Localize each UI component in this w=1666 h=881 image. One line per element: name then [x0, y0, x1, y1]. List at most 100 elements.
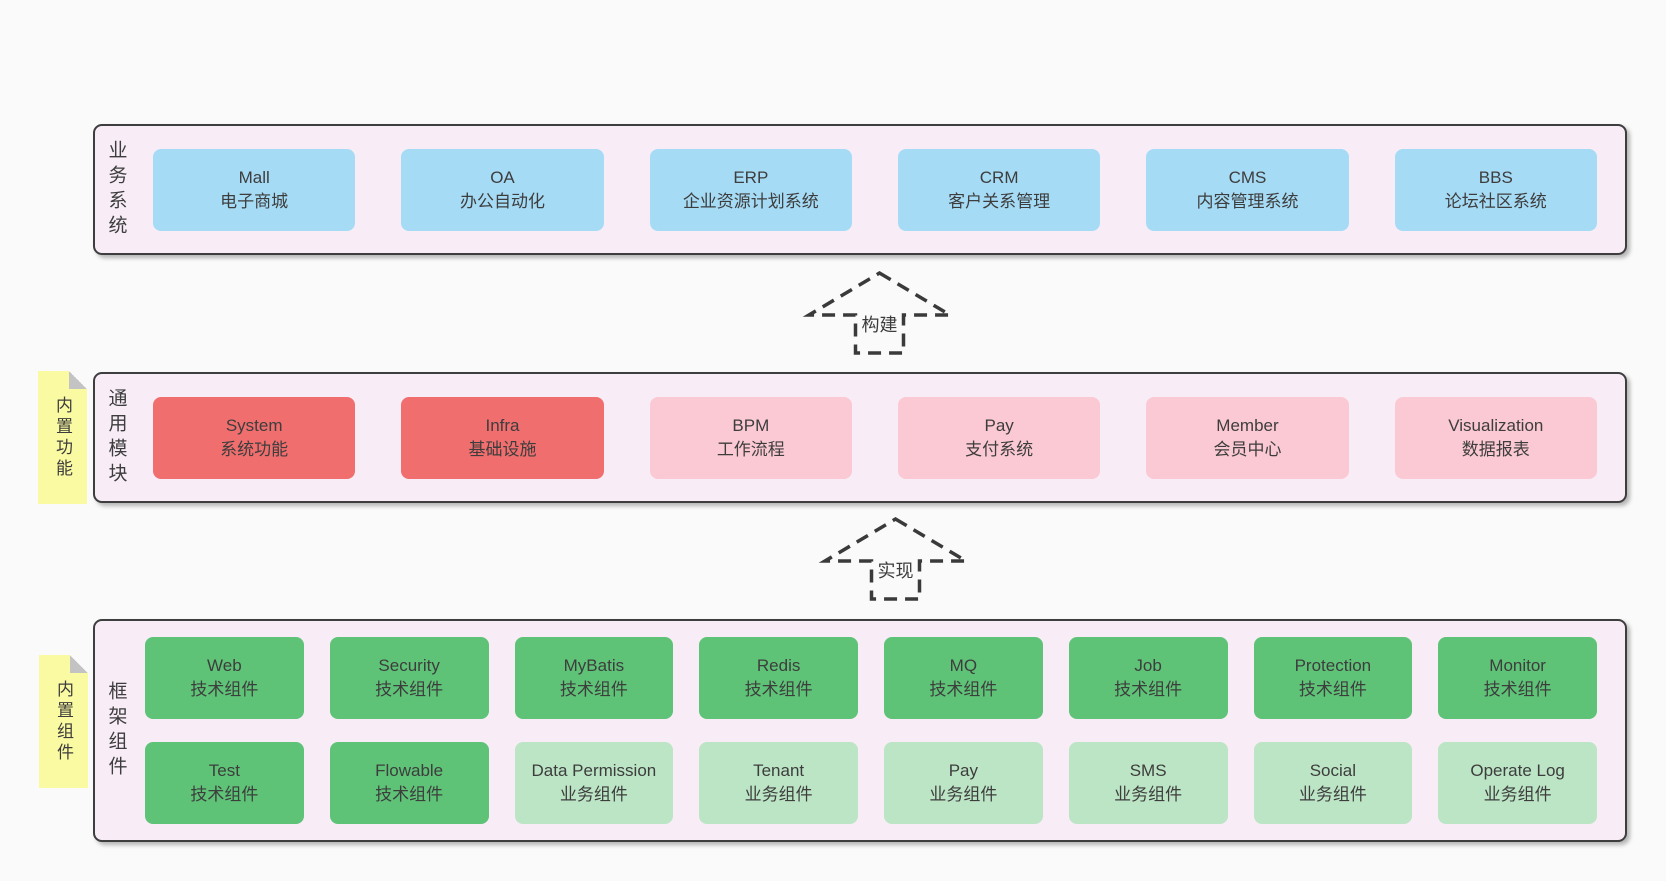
- module-box-tenant: Tenant 业务组件: [699, 742, 858, 824]
- box-title: SMS: [1129, 761, 1167, 780]
- box-title: Monitor: [1489, 656, 1546, 675]
- box-subtitle: 业务组件: [929, 785, 998, 804]
- box-title: Protection: [1294, 656, 1372, 675]
- box-subtitle: 客户关系管理: [948, 191, 1051, 211]
- box-title: Infra: [485, 415, 520, 435]
- module-box-system: System 系统功能: [153, 396, 356, 479]
- box-title: CRM: [979, 167, 1019, 187]
- layer-label-common-modules: 通用模块: [95, 374, 137, 501]
- box-subtitle: 系统功能: [220, 439, 289, 459]
- box-subtitle: 企业资源计划系统: [682, 191, 819, 211]
- module-box-mq: MQ 技术组件: [884, 637, 1043, 719]
- module-box-test: Test 技术组件: [145, 742, 304, 824]
- box-subtitle: 技术组件: [929, 680, 998, 699]
- module-box-monitor: Monitor 技术组件: [1438, 637, 1597, 719]
- box-title: MyBatis: [563, 656, 625, 675]
- box-title: Test: [208, 761, 240, 780]
- box-subtitle: 技术组件: [559, 680, 628, 699]
- box-title: BPM: [732, 415, 770, 435]
- box-subtitle: 工作流程: [716, 439, 785, 459]
- layer-label-business-systems: 业务系统: [95, 126, 137, 253]
- box-subtitle: 技术组件: [375, 785, 444, 804]
- sticky-note-text: 内置功能: [53, 395, 72, 480]
- module-box-flowable: Flowable 技术组件: [329, 742, 489, 824]
- module-box-protection: Protection 技术组件: [1253, 637, 1413, 719]
- module-box-pay: Pay 支付系统: [897, 396, 1101, 479]
- box-title: Redis: [756, 656, 801, 675]
- sticky-note-common-modules: 内置功能: [38, 371, 87, 504]
- box-subtitle: 业务组件: [559, 785, 628, 804]
- layer-label-text: 通用模块: [105, 387, 127, 488]
- box-subtitle: 论坛社区系统: [1444, 191, 1547, 211]
- box-title: Flowable: [375, 761, 444, 780]
- box-title: MQ: [949, 656, 978, 675]
- folded-corner-icon: [69, 371, 87, 389]
- layer-label-framework-components: 框架组件: [95, 621, 137, 840]
- box-title: Operate Log: [1470, 761, 1565, 780]
- module-box-operate-log: Operate Log 业务组件: [1438, 742, 1597, 824]
- sticky-note-framework-components: 内置组件: [39, 655, 88, 788]
- module-box-data-permission: Data Permission 业务组件: [514, 742, 674, 824]
- box-subtitle: 支付系统: [965, 439, 1034, 459]
- box-title: Data Permission: [531, 761, 657, 780]
- box-title: Security: [378, 656, 440, 675]
- module-box-visualization: Visualization 数据报表: [1394, 396, 1597, 479]
- box-subtitle: 技术组件: [1114, 680, 1183, 699]
- box-subtitle: 技术组件: [744, 680, 813, 699]
- box-subtitle: 业务组件: [1483, 785, 1552, 804]
- box-title: Social: [1309, 761, 1357, 780]
- module-box-sms: SMS 业务组件: [1068, 742, 1228, 824]
- arrow-label: 实现: [874, 560, 917, 582]
- arrow-implement: 实现: [818, 516, 973, 602]
- module-box-oa: OA 办公自动化: [401, 148, 604, 231]
- box-subtitle: 业务组件: [744, 785, 813, 804]
- box-subtitle: 技术组件: [375, 680, 444, 699]
- box-title: OA: [490, 167, 515, 187]
- module-box-bpm: BPM 工作流程: [649, 396, 852, 479]
- module-box-cms: CMS 内容管理系统: [1146, 148, 1349, 231]
- box-title: Pay: [984, 415, 1014, 435]
- box-subtitle: 技术组件: [190, 680, 259, 699]
- box-title: Tenant: [753, 761, 805, 780]
- box-title: Visualization: [1448, 415, 1544, 435]
- box-subtitle: 技术组件: [1298, 680, 1367, 699]
- sticky-note-text: 内置组件: [54, 679, 73, 764]
- box-subtitle: 内容管理系统: [1196, 191, 1299, 211]
- box-subtitle: 业务组件: [1298, 785, 1367, 804]
- folded-corner-icon: [70, 655, 88, 673]
- box-subtitle: 办公自动化: [459, 191, 545, 211]
- box-subtitle: 技术组件: [1483, 680, 1552, 699]
- arrow-build: 构建: [802, 270, 957, 356]
- layer-label-text: 框架组件: [105, 680, 127, 781]
- box-subtitle: 数据报表: [1461, 439, 1530, 459]
- module-box-crm: CRM 客户关系管理: [897, 148, 1101, 231]
- box-subtitle: 技术组件: [190, 785, 259, 804]
- box-subtitle: 业务组件: [1114, 785, 1183, 804]
- layer-label-text: 业务系统: [105, 139, 127, 240]
- up-arrow-icon: [818, 516, 973, 601]
- module-box-social: Social 业务组件: [1253, 742, 1413, 824]
- box-title: BBS: [1478, 167, 1513, 187]
- box-subtitle: 会员中心: [1213, 439, 1282, 459]
- arrow-label: 构建: [858, 314, 901, 336]
- box-title: CMS: [1228, 167, 1267, 187]
- box-title: System: [225, 415, 283, 435]
- module-box-redis: Redis 技术组件: [699, 637, 858, 719]
